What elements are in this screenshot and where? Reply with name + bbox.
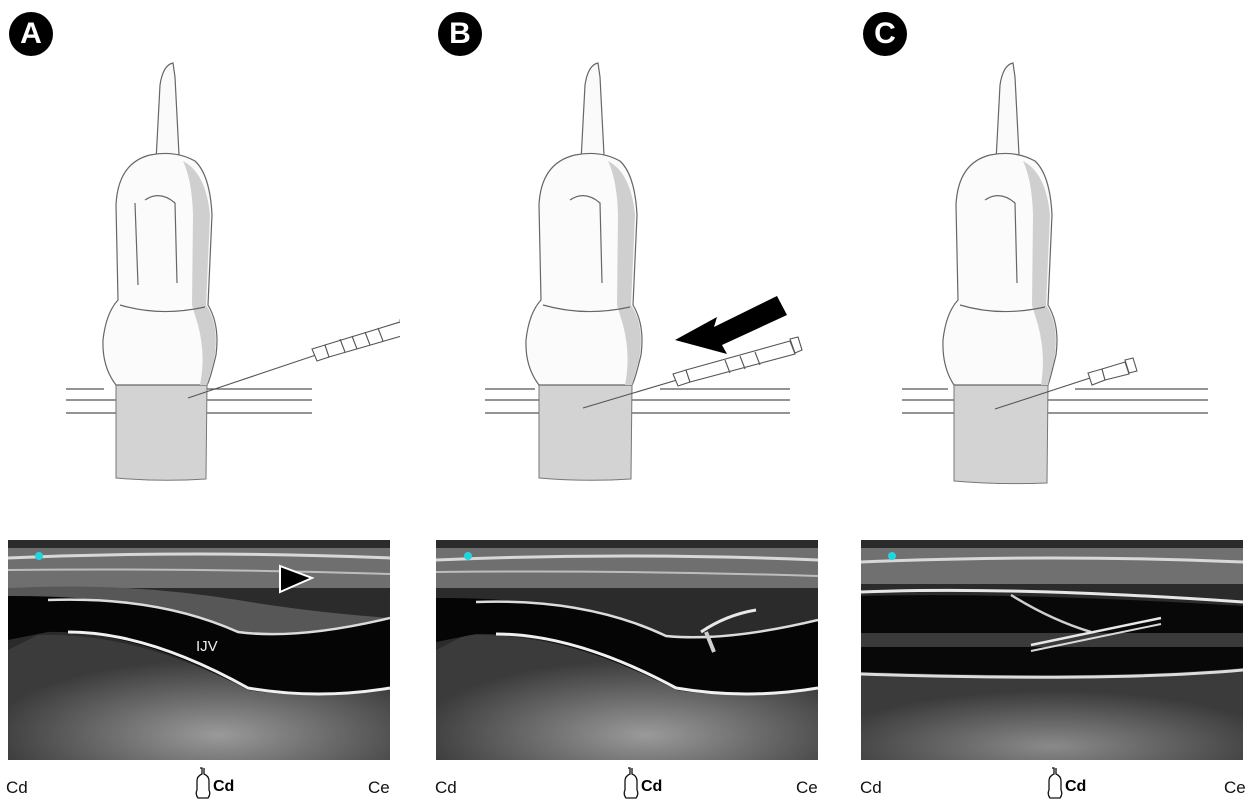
panel-c: C [850,0,1250,810]
ultrasound-probe-icon [103,63,217,385]
probe-outline-icon [1046,766,1064,802]
left-orientation-caption: Cd [6,778,28,798]
probe-caption-label: Cd [1065,778,1086,796]
panel-letter-badge: A [9,12,53,56]
panel-b: B [425,0,825,810]
probe-needle-illustration [0,55,400,495]
panel-letter-badge: C [863,12,907,56]
orientation-marker [888,552,896,560]
probe-needle-illustration [425,55,825,495]
probe-caption-label: Cd [213,778,234,796]
probe-caption-label: Cd [641,778,662,796]
panel-letter-badge: B [438,12,482,56]
ijv-label: IJV [196,638,218,655]
right-orientation-caption: Ce [1224,778,1246,798]
orientation-marker [35,552,43,560]
ultrasound-image [436,540,818,760]
right-orientation-caption: Ce [796,778,818,798]
left-orientation-caption: Cd [435,778,457,798]
probe-footprint [539,385,632,480]
left-orientation-caption: Cd [860,778,882,798]
probe-orientation-caption: Cd [194,766,234,802]
ultrasound-probe-icon [526,63,642,385]
advance-arrow-icon [675,296,787,354]
ultrasound-image [861,540,1243,760]
probe-footprint [954,385,1048,484]
probe-outline-icon [194,766,212,802]
panel-a: A [0,0,400,810]
orientation-marker [464,552,472,560]
probe-needle-illustration [850,55,1250,495]
ultrasound-probe-icon [943,63,1057,385]
ultrasound-image: IJV [8,540,390,760]
probe-orientation-caption: Cd [622,766,662,802]
probe-orientation-caption: Cd [1046,766,1086,802]
right-orientation-caption: Ce [368,778,390,798]
needle-syringe-icon [188,318,400,398]
probe-footprint [116,385,207,480]
probe-outline-icon [622,766,640,802]
